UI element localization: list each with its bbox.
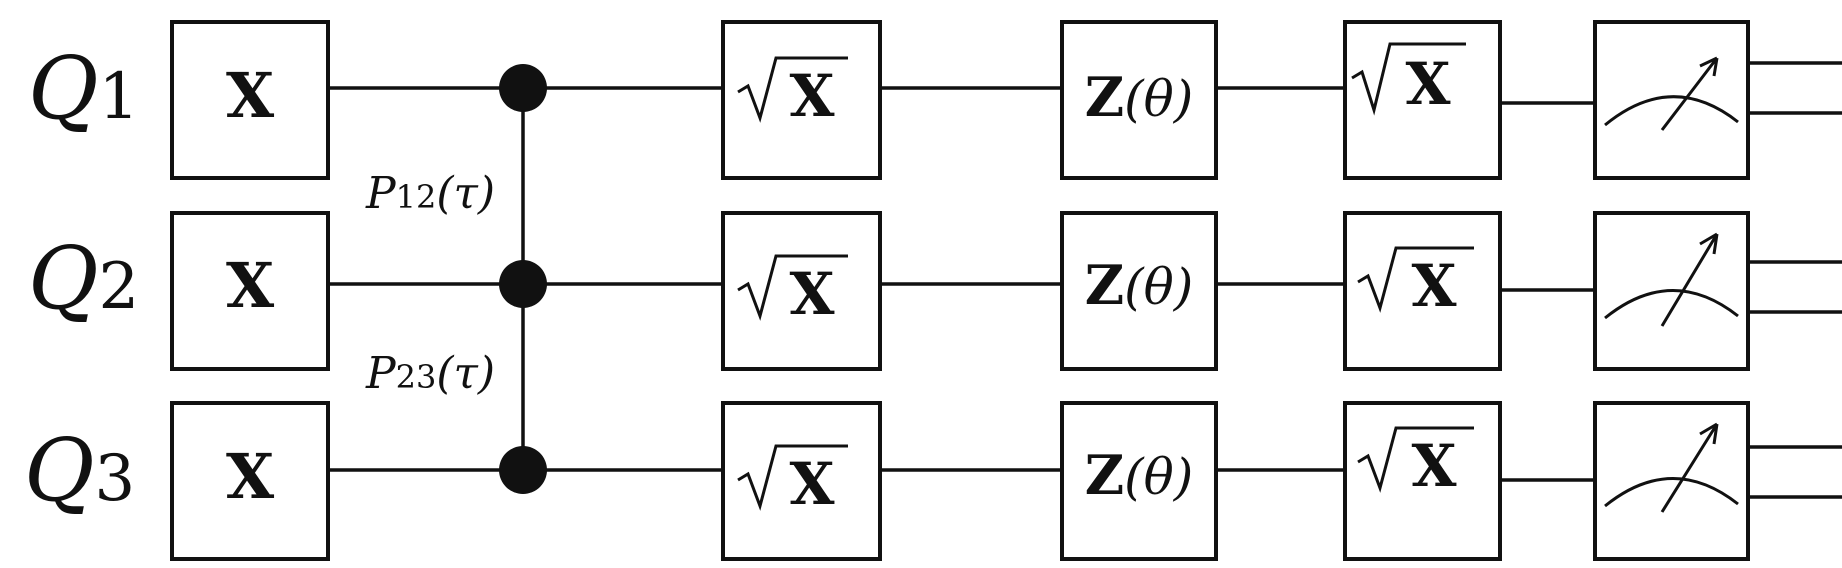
x-gate-label: X [226, 440, 275, 513]
measurement-gate [1593, 211, 1750, 371]
coupling-label-p23: P23(τ) [365, 348, 495, 399]
measurement-gate [1593, 20, 1750, 180]
sqrt-x-gate-label: X [789, 450, 834, 518]
sqrt-x-gate-label: X [1411, 252, 1456, 320]
x-gate-label: X [226, 59, 275, 132]
meter-needle-icon [1660, 56, 1719, 131]
sqrt-x-gate: X [1343, 211, 1502, 371]
control-dot-q2 [499, 260, 547, 308]
sqrt-x-gate: X [1343, 401, 1502, 561]
x-gate: X [170, 211, 330, 371]
coupling-gate: P12(τ) P23(τ) [365, 64, 547, 494]
meter-arc-icon [1604, 289, 1739, 320]
measurement-gate [1593, 401, 1750, 561]
sqrt-x-gate: X [721, 20, 882, 180]
sqrt-icon [737, 444, 848, 511]
meter-arc-icon [1604, 477, 1739, 508]
classical-output-wires [1748, 61, 1842, 499]
z-theta-gate-label: Z(θ) [1085, 253, 1194, 317]
sqrt-x-gate: X [721, 211, 882, 371]
qubit-label-q1: Q1 [28, 39, 139, 139]
z-theta-gate-label: Z(θ) [1085, 65, 1194, 129]
meter-arc-icon [1604, 95, 1739, 127]
sqrt-icon [1351, 42, 1466, 116]
sqrt-x-gates-column-1: X X X [721, 20, 882, 561]
sqrt-x-gate: X [721, 401, 882, 561]
meter-needle-icon [1660, 232, 1719, 327]
qubit-label-q2: Q2 [28, 229, 139, 329]
sqrt-icon [737, 56, 848, 123]
z-theta-gate: Z(θ) [1060, 401, 1218, 561]
coupling-label-p12: P12(τ) [365, 168, 495, 219]
x-gate: X [170, 20, 330, 180]
measurement-column [1593, 20, 1750, 561]
sqrt-x-gate-label: X [789, 260, 834, 328]
control-dot-q3 [499, 446, 547, 494]
meter-needle-icon [1660, 422, 1719, 513]
sqrt-x-gates-column-2: X X X [1343, 20, 1502, 561]
z-theta-gates-column: Z(θ) Z(θ) Z(θ) [1060, 20, 1218, 561]
z-theta-gate-label: Z(θ) [1085, 443, 1194, 507]
sqrt-x-gate-label: X [1405, 50, 1450, 118]
z-theta-gate: Z(θ) [1060, 211, 1218, 371]
x-gates-column: X X X [170, 20, 330, 561]
sqrt-icon [737, 254, 848, 321]
x-gate-label: X [226, 249, 275, 322]
x-gate: X [170, 401, 330, 561]
qubit-label-q3: Q3 [24, 421, 135, 521]
z-theta-gate: Z(θ) [1060, 20, 1218, 180]
sqrt-icon [1357, 426, 1474, 493]
sqrt-x-gate: X [1343, 20, 1502, 180]
sqrt-x-gate-label: X [1411, 432, 1456, 500]
sqrt-icon [1357, 246, 1474, 313]
qubit-labels: Q1 Q2 Q3 [24, 39, 139, 521]
control-dot-q1 [499, 64, 547, 112]
sqrt-x-gate-label: X [789, 62, 834, 130]
